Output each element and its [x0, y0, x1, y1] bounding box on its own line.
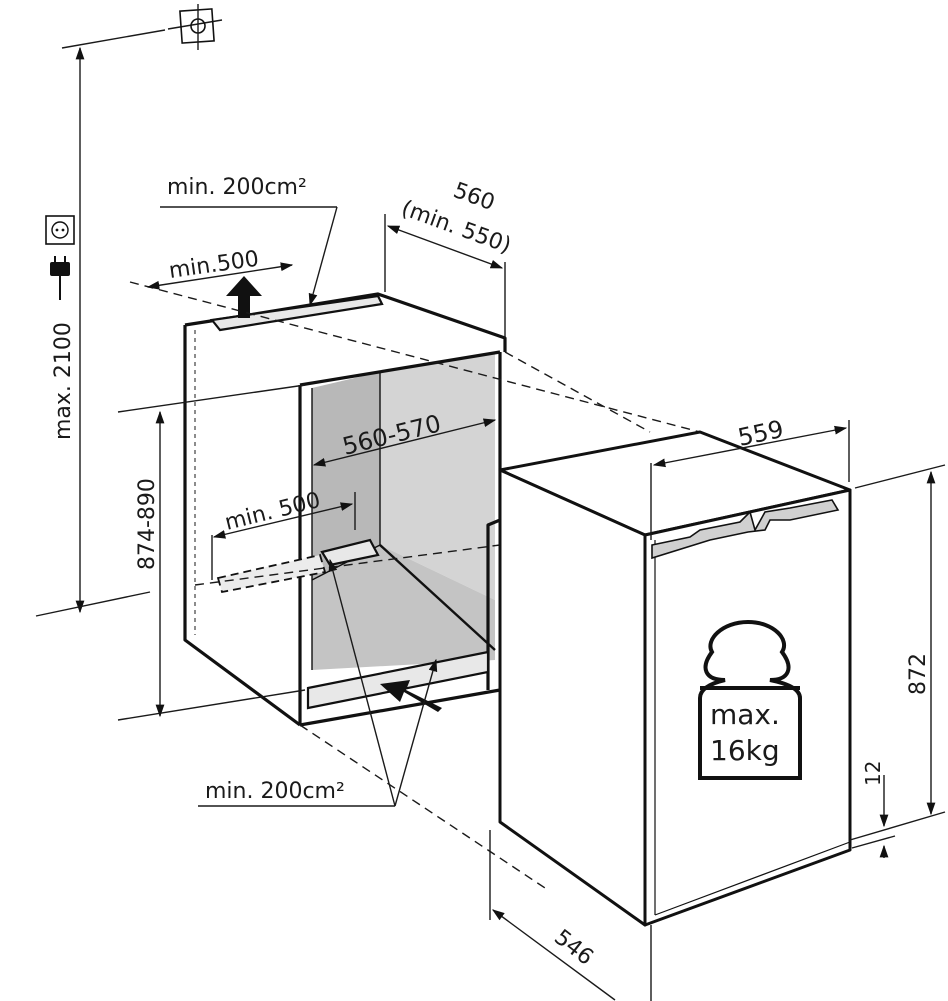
- plinth-gap-label: 12: [861, 761, 885, 786]
- plinth-gap-dimension: 12: [851, 761, 896, 858]
- appliance-height-label: 872: [906, 653, 931, 695]
- appliance-width-label: 559: [735, 415, 786, 452]
- niche-height-label: 874-890: [135, 478, 160, 570]
- niche-width-min-label: (min. 550): [398, 196, 514, 259]
- niche-floor-depth-label: min. 500: [222, 488, 323, 536]
- airflow-arrow-in-icon: [380, 680, 442, 712]
- airflow-arrow-up-icon: [226, 276, 262, 318]
- niche-depth-top-dimension: min.500: [146, 247, 294, 290]
- power-plug-icon: [50, 256, 70, 300]
- max-height-dimension: max. 2100: [35, 46, 151, 617]
- vent-bottom-callout: min. 200cm²: [198, 558, 438, 807]
- wall-anchor-crosshair-icon: [61, 4, 223, 50]
- appliance-depth-label: 546: [549, 925, 597, 971]
- max-height-label: max. 2100: [51, 322, 76, 440]
- niche-width-dimension: 560 (min. 550): [384, 178, 514, 338]
- door-load-line2: 16kg: [710, 734, 780, 767]
- door-load-line1: max.: [710, 698, 780, 731]
- niche-depth-top-label: min.500: [167, 247, 260, 284]
- vent-top-label: min. 200cm²: [167, 175, 307, 200]
- hinge-bracket: [651, 499, 840, 560]
- power-socket-icon: [45, 215, 75, 245]
- bottom-vent-opening: [216, 538, 490, 710]
- vent-top-callout: min. 200cm²: [160, 175, 338, 307]
- projection-lines: [129, 281, 701, 889]
- niche-width-label: 560: [450, 178, 498, 216]
- vent-bottom-label: min. 200cm²: [205, 779, 345, 804]
- niche-height-dimension: 874-890: [117, 384, 306, 721]
- weight-icon: max. 16kg: [698, 619, 802, 780]
- top-vent-opening: [209, 294, 384, 332]
- appliance-height-dimension: 872: [849, 464, 946, 841]
